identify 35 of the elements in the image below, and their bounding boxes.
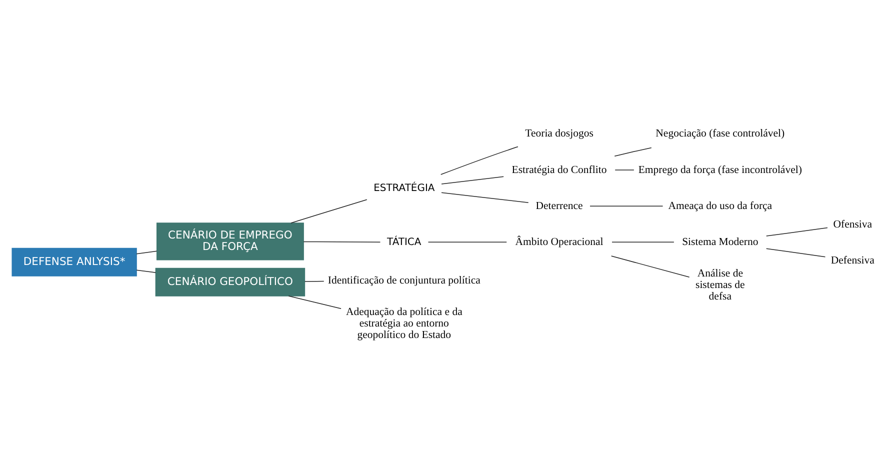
connector — [614, 146, 652, 156]
node-text: Ameaça do uso da força — [668, 199, 772, 212]
connector — [612, 241, 674, 242]
node-text: Deterrence — [536, 199, 583, 212]
connector — [766, 226, 828, 236]
node-text: Análise de sistemas de defsa — [696, 267, 745, 302]
node-box: DEFENSE ANLYSIS* — [12, 247, 137, 276]
connector — [610, 255, 690, 277]
connector — [440, 146, 518, 174]
node-box: CENÁRIO GEOPOLÍTICO — [155, 267, 306, 296]
connector — [614, 169, 634, 170]
node-text: Identificação de conjuntura política — [328, 274, 480, 286]
node-text: Ofensiva — [833, 218, 872, 230]
node-text: Emprego da força (fase incontrolável) — [638, 163, 802, 176]
node-text: Adequação da política e da estratégia ao entorno geopolítico do Estado — [346, 305, 462, 340]
node-box: CENÁRIO DE EMPREGO DA FORÇA — [156, 222, 304, 260]
connector — [136, 269, 156, 272]
connector — [303, 240, 381, 242]
node-text: Estratégia do Conflito — [512, 163, 607, 176]
connector — [766, 248, 826, 257]
node-text: Defensiva — [830, 254, 874, 266]
connector — [288, 295, 342, 308]
connector — [590, 205, 664, 206]
node-text: TÁTICA — [387, 236, 422, 248]
connector — [304, 280, 324, 282]
node-text: Âmbito Operacional — [515, 236, 604, 248]
node-text: Sistema Moderno — [682, 236, 758, 248]
connector — [441, 192, 529, 202]
connector — [290, 198, 368, 223]
connector — [136, 250, 158, 254]
connector — [428, 241, 507, 242]
node-text: Teoria dosjogos — [525, 127, 594, 140]
connector — [441, 176, 504, 184]
node-text: ESTRATÉGIA — [374, 182, 435, 194]
node-text: Negociação (fase controlável) — [656, 127, 785, 140]
